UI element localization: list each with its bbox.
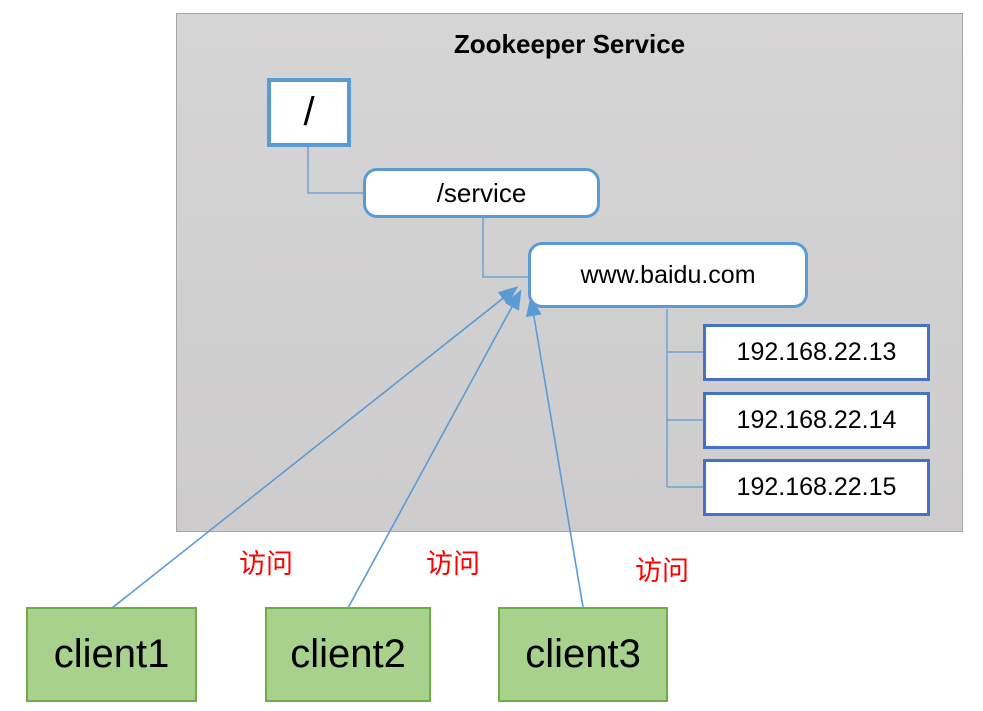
node-ip-2: 192.168.22.14	[703, 392, 930, 449]
node-ip-1: 192.168.22.13	[703, 324, 930, 381]
client-1-label: client1	[53, 632, 170, 676]
access-label-2: 访问	[426, 549, 480, 579]
client-2-label: client2	[290, 632, 406, 676]
panel-title: Zookeeper Service	[453, 29, 686, 59]
node-service-label: /service	[436, 177, 527, 208]
node-ip-2-label: 192.168.22.14	[736, 406, 897, 434]
node-service: /service	[363, 168, 600, 218]
node-domain: www.baidu.com	[528, 242, 808, 308]
client-box-2: client2	[265, 607, 431, 702]
node-ip-1-label: 192.168.22.13	[736, 338, 897, 366]
client-box-1: client1	[26, 607, 197, 702]
client-box-3: client3	[498, 607, 668, 702]
node-ip-3-label: 192.168.22.15	[736, 473, 897, 501]
node-ip-3: 192.168.22.15	[703, 459, 930, 516]
access-label-3: 访问	[635, 556, 689, 586]
access-label-1: 访问	[239, 549, 293, 579]
node-root-label: /	[303, 90, 315, 134]
node-domain-label: www.baidu.com	[580, 260, 756, 289]
node-root: /	[267, 78, 351, 147]
client-3-label: client3	[525, 632, 641, 676]
